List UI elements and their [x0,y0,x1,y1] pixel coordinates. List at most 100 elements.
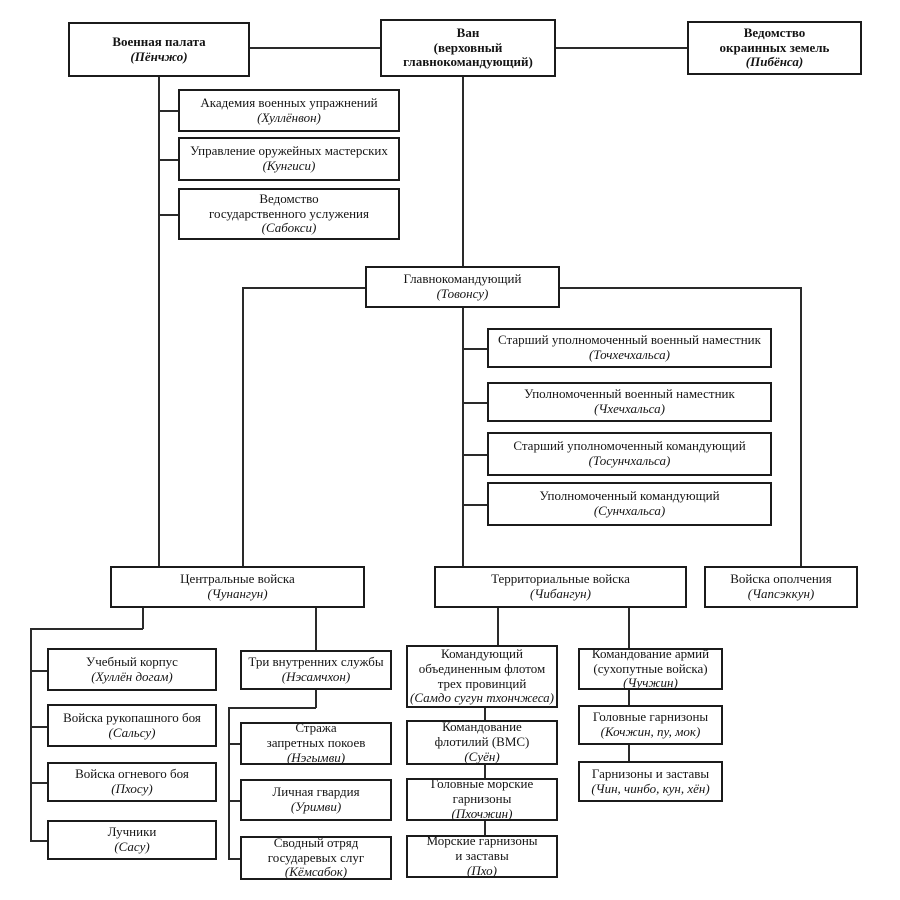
connector [462,454,487,456]
box-line: (Чин, чинбо, кун, хён) [591,780,710,796]
box-naval-garrisons-outposts: Морские гарнизоны и заставы (Пхо) [406,833,558,878]
connector [228,800,240,802]
box-line: (Сасу) [114,839,150,854]
box-line: Головные морские [430,776,534,792]
box-line: (Хуллёнвон) [257,109,321,125]
box-line: (Нэгымви) [286,749,346,765]
connector [30,782,47,784]
box-line: (сухопутные войска) [593,660,708,676]
box-line: Управление оружейных мастерских [190,143,388,159]
box-line: Войска огневого боя [75,766,189,782]
box-line: трех провинций [437,675,527,691]
box-line: (Сальсу) [108,724,156,740]
box-line: государственного услужения [208,205,369,221]
box-line: Войска рукопашного боя [63,709,201,725]
box-line: (Пибёнса) [745,54,804,70]
box-line: Ведомство [259,190,319,206]
connector [800,287,802,566]
box-commander-in-chief: Главнокомандующий (Товонсу) [365,266,560,308]
box-line: (Нэсамчхон) [281,669,351,684]
box-line: Уполномоченный командующий [539,488,720,504]
box-personal-guard: Личная гвардия (Уримви) [240,779,392,821]
box-garrisons-outposts: Гарнизоны и заставы (Чин, чинбо, кун, хё… [578,761,723,802]
box-line: (Пхо) [467,862,497,878]
box-line: Уполномоченный военный наместник [524,386,735,402]
box-line: Командование армий [591,645,710,661]
box-line: Сводный отряд [273,834,359,850]
box-line: (Чучжин) [623,675,678,691]
connector [462,402,487,404]
box-line: Стража [295,720,337,736]
box-line: окраинных земель [719,39,830,55]
box-line: объединенным флотом [418,660,546,676]
connector [30,628,143,630]
connector [462,308,464,566]
box-line: (Чибангун) [530,586,591,601]
box-line: Командование [442,719,522,735]
box-line: (Чунангун) [207,586,268,601]
connector [228,858,240,860]
box-military-governor: Уполномоченный военный наместник (Чхечха… [487,382,772,422]
box-melee-troops: Войска рукопашного боя (Сальсу) [47,704,217,747]
box-military-academy: Академия военных упражнений (Хуллёнвон) [178,89,400,132]
connector [242,287,244,566]
box-flotilla-command: Командование флотилий (ВМС) (Суён) [406,720,558,765]
connector [628,690,630,705]
box-line: Старший уполномоченный военный наместник [498,332,761,348]
box-line: Лучники [107,824,157,840]
box-line: Войска ополчения [730,571,832,587]
box-line: (Пёнчжо) [130,48,188,64]
box-military-chamber: Военная палата (Пёнчжо) [68,22,250,77]
box-senior-commissioned-commander: Старший уполномоченный командующий (Тосу… [487,432,772,476]
box-line: (верховный [433,39,503,55]
connector [497,608,499,645]
box-united-fleet-commander: Командующий объединенным флотом трех про… [406,645,558,708]
box-line: Учебный корпус [86,653,178,669]
box-line: (Самдо сугун тхончжеса) [410,690,554,706]
box-line: (Чхечхальса) [594,401,665,416]
box-line: Ведомство [743,24,806,40]
box-line: Головные гарнизоны [592,709,709,725]
box-line: (Пхосу) [111,781,153,796]
box-line: (Сунчхальса) [593,503,666,518]
box-line: (Сабокси) [261,220,317,236]
box-territorial-troops: Территориальные войска (Чибангун) [434,566,687,608]
connector [30,840,47,842]
box-three-inner-services: Три внутренних службы (Нэсамчхон) [240,650,392,690]
box-line: (Товонсу) [436,286,489,301]
connector [315,608,317,650]
box-line: Морские гарнизоны [426,833,538,849]
box-head-garrisons: Головные гарнизоны (Кочжин, пу, мок) [578,705,723,745]
connector [462,504,487,506]
box-line: (Точхечхальса) [589,347,670,362]
box-line: (Тосунчхальса) [588,453,671,468]
box-line: (Кочжин, пу, мок) [600,724,701,739]
box-line: (Кёмсабок) [284,864,348,880]
box-line: флотилий (ВМС) [434,734,530,750]
box-senior-military-governor: Старший уполномоченный военный наместник… [487,328,772,368]
connector [484,708,486,720]
box-central-troops: Центральные войска (Чунангун) [110,566,365,608]
box-line: (Уримви) [290,799,342,814]
connector [484,821,486,835]
box-militia-troops: Войска ополчения (Чапсэккун) [704,566,858,608]
box-wang: Ван (верховный главнокомандующий) [380,19,556,77]
connector [30,670,47,672]
box-training-corps: Учебный корпус (Хуллён догам) [47,648,217,691]
box-line: Территориальные войска [491,571,630,587]
box-line: Ван [456,24,480,40]
connector [30,726,47,728]
box-line: и заставы [455,848,509,864]
connector [228,707,230,859]
box-commissioned-commander: Уполномоченный командующий (Сунчхальса) [487,482,772,526]
box-line: (Кунгиси) [262,158,316,173]
box-archers: Лучники (Сасу) [47,820,217,860]
connector [556,47,687,49]
connector [158,110,178,112]
box-line: (Хуллён догам) [91,668,173,684]
connector [628,608,630,648]
connector [315,690,317,708]
connector [158,159,178,161]
box-army-command: Командование армий (сухопутные войска) (… [578,645,723,691]
